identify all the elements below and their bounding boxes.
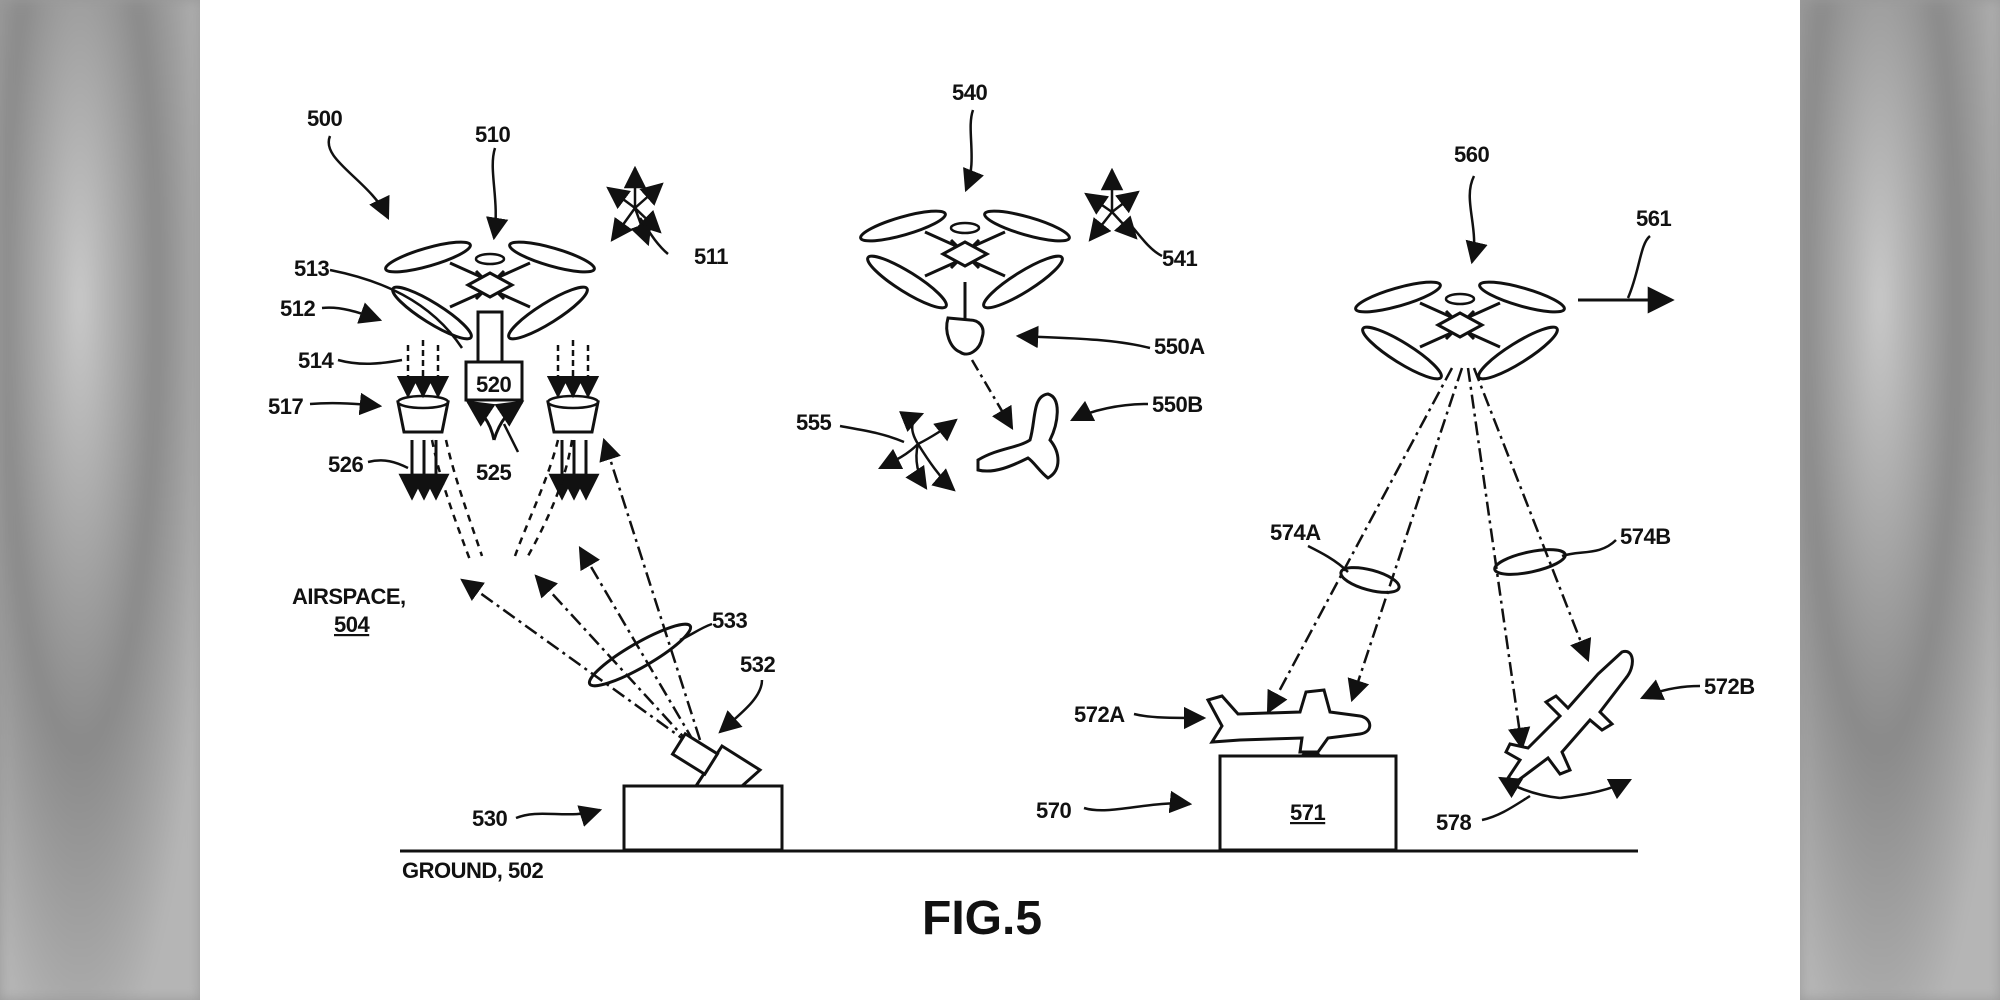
launcher-rays (460, 437, 702, 746)
leader-lines (309, 109, 1701, 827)
ring-574a (1339, 566, 1401, 594)
label-500: 500 (307, 106, 342, 131)
emitter-517-right (546, 394, 600, 434)
label-514: 514 (298, 348, 334, 373)
scatter-arrows-555 (877, 411, 958, 492)
aircraft-572a (1205, 688, 1372, 754)
drone-540 (856, 203, 1074, 356)
label-550b: 550B (1152, 392, 1203, 417)
label-572a: 572A (1074, 702, 1125, 727)
ring-533 (587, 622, 693, 688)
aircraft-572b (1504, 649, 1634, 784)
label-533: 533 (712, 608, 747, 633)
label-517: 517 (268, 394, 303, 419)
label-airspace-ref: 504 (334, 612, 370, 637)
label-574a: 574A (1270, 520, 1321, 545)
label-ground: GROUND, 502 (402, 858, 543, 883)
emitter-517-left (396, 394, 450, 434)
label-airspace: AIRSPACE, (292, 584, 406, 609)
label-513: 513 (294, 256, 329, 281)
drone-560 (1351, 274, 1569, 388)
label-578: 578 (1436, 810, 1471, 835)
payload-550a (945, 316, 985, 356)
signal-trails (430, 439, 574, 561)
figure-caption: FIG.5 (922, 892, 1042, 945)
beams-574 (1266, 367, 1592, 751)
rotation-arrows-578 (1498, 776, 1633, 800)
blurred-background-left (0, 0, 200, 1000)
label-571: 571 (1290, 800, 1325, 825)
figure-5-drawing: 500 510 511 513 512 514 517 520 525 526 … (268, 80, 1755, 945)
label-512: 512 (280, 296, 315, 321)
label-511: 511 (694, 244, 728, 269)
label-560: 560 (1454, 142, 1489, 167)
label-520: 520 (476, 372, 511, 397)
arrows-525 (465, 400, 525, 441)
ring-574b (1493, 548, 1567, 576)
label-574b: 574B (1620, 524, 1671, 549)
label-570: 570 (1036, 798, 1071, 823)
drone-510 (381, 234, 599, 402)
output-arrows-526 (398, 440, 600, 501)
debris-550b (976, 392, 1060, 480)
drop-path (970, 359, 1014, 430)
orientation-icon-541 (1084, 167, 1140, 242)
orientation-icon-511 (606, 165, 664, 247)
airflow-arrows-514 (396, 340, 600, 399)
launcher-530 (622, 731, 784, 852)
label-555: 555 (796, 410, 831, 435)
patent-figure-sheet: 500 510 511 513 512 514 517 520 525 526 … (200, 0, 1800, 1000)
label-540: 540 (952, 80, 987, 105)
label-525: 525 (476, 460, 511, 485)
label-550a: 550A (1154, 334, 1205, 359)
label-510: 510 (475, 122, 510, 147)
box-520 (464, 360, 524, 402)
label-572b: 572B (1704, 674, 1755, 699)
label-526: 526 (328, 452, 363, 477)
label-532: 532 (740, 652, 775, 677)
label-530: 530 (472, 806, 507, 831)
label-541: 541 (1162, 246, 1197, 271)
blurred-background-right (1800, 0, 2000, 1000)
label-561: 561 (1636, 206, 1671, 231)
